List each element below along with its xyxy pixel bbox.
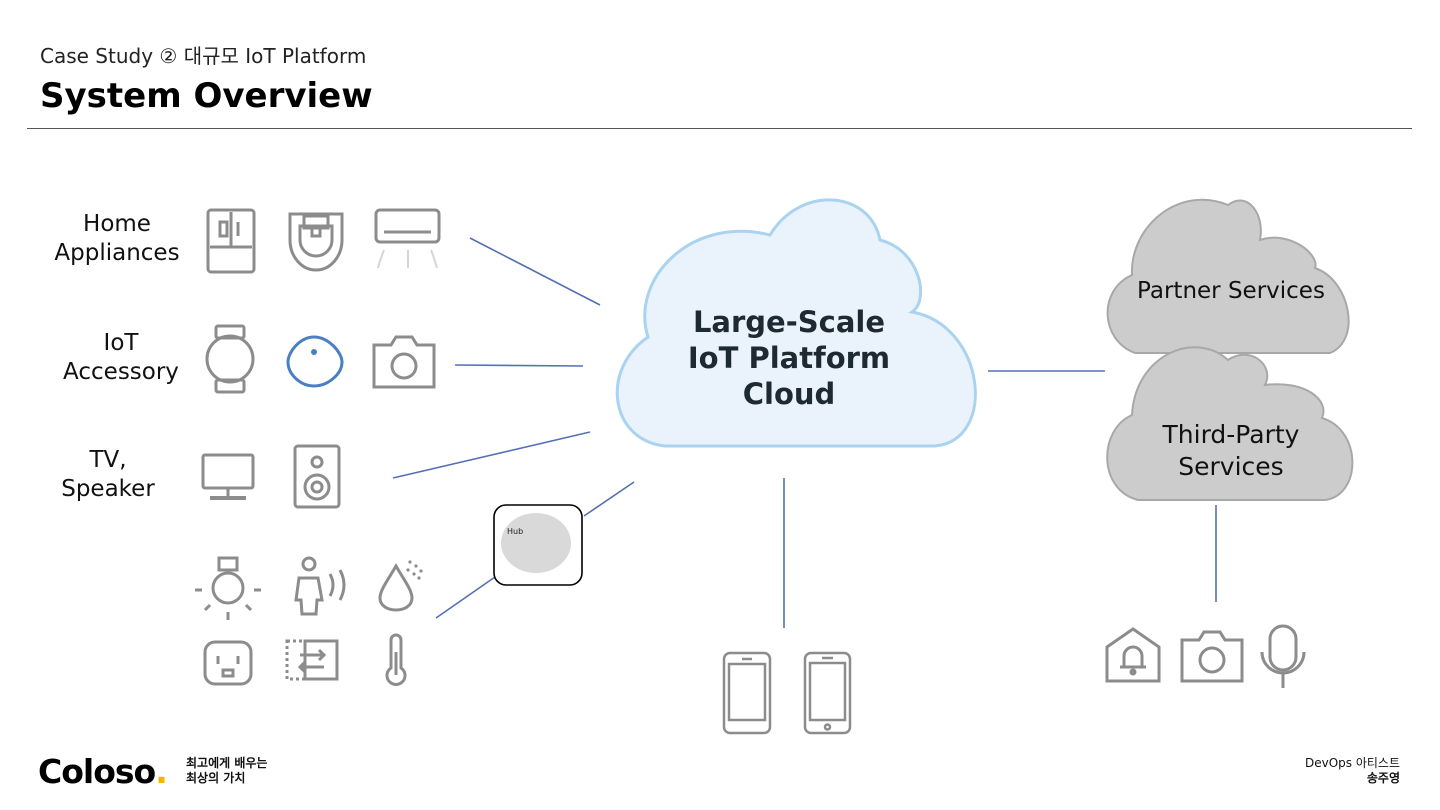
partner-cloud-shape — [1106, 198, 1350, 354]
third-party-services-label: Third-Party Services — [1120, 419, 1342, 483]
label-tv-speaker: TV, Speaker — [61, 447, 155, 502]
third-party-line-2: Services — [1178, 452, 1284, 481]
connector-hub-cloud — [583, 481, 635, 517]
hub-label: Hub — [507, 527, 524, 536]
partner-services-label: Partner Services — [1137, 278, 1325, 304]
coloso-logo: Coloso. — [38, 752, 168, 791]
main-cloud-line-3: Cloud — [742, 377, 836, 411]
smart-outlet-icon — [203, 640, 253, 686]
slide-subtitle: Case Study ② 대규모 IoT Platform — [40, 44, 367, 68]
smartwatch-icon — [205, 324, 255, 394]
security-camera-icon — [1180, 630, 1244, 683]
main-cloud-shape — [615, 198, 977, 448]
android-phone-icon — [722, 651, 772, 735]
light-bulb-icon — [195, 556, 261, 620]
slide-title: System Overview — [40, 76, 373, 116]
voice-assistant-icon — [1260, 624, 1306, 688]
water-drop-icon — [378, 560, 423, 612]
iphone-icon — [803, 651, 852, 735]
logo-dot: . — [155, 752, 168, 791]
air-conditioner-icon — [374, 208, 441, 269]
connectors — [392, 237, 1217, 628]
footer-author: DevOps 아티스트 송주영 — [1305, 756, 1400, 786]
connector-tv-speaker — [392, 431, 591, 479]
tagline-line-1: 최고에게 배우는 — [186, 756, 268, 770]
connector-sensors-hub — [435, 576, 496, 619]
doorbell-home-icon — [1105, 627, 1161, 683]
refrigerator-icon — [206, 208, 256, 274]
thermometer-icon — [385, 633, 407, 686]
connector-iot-accessory — [454, 364, 584, 367]
third-party-cloud-shape — [1106, 346, 1354, 501]
speaker-icon — [293, 444, 341, 509]
logo-text: Coloso — [38, 752, 156, 791]
tv-icon — [201, 453, 255, 500]
multipurpose-sensor-icon — [285, 639, 339, 681]
main-cloud-line-1: Large-Scale — [692, 305, 886, 339]
main-cloud-line-2: IoT Platform — [687, 341, 891, 375]
author-role: DevOps 아티스트 — [1304, 756, 1400, 770]
label-home-appliances: Home Appliances — [54, 211, 180, 266]
camera-icon — [372, 335, 436, 389]
tagline-line-2: 최상의 가치 — [186, 771, 246, 785]
motion-sensor-icon — [294, 556, 346, 616]
robot-vacuum-icon — [288, 212, 344, 272]
smart-tag-icon — [286, 335, 344, 388]
third-party-line-1: Third-Party — [1162, 420, 1300, 449]
hub-device — [493, 504, 583, 586]
label-iot-accessory: IoT Accessory — [63, 330, 179, 385]
title-divider — [27, 128, 1412, 129]
connector-home-appliances — [469, 237, 601, 306]
author-name: 송주영 — [1366, 771, 1400, 785]
main-cloud-label: Large-Scale IoT Platform Cloud — [655, 304, 923, 412]
footer-tagline: 최고에게 배우는 최상의 가치 — [186, 756, 267, 786]
